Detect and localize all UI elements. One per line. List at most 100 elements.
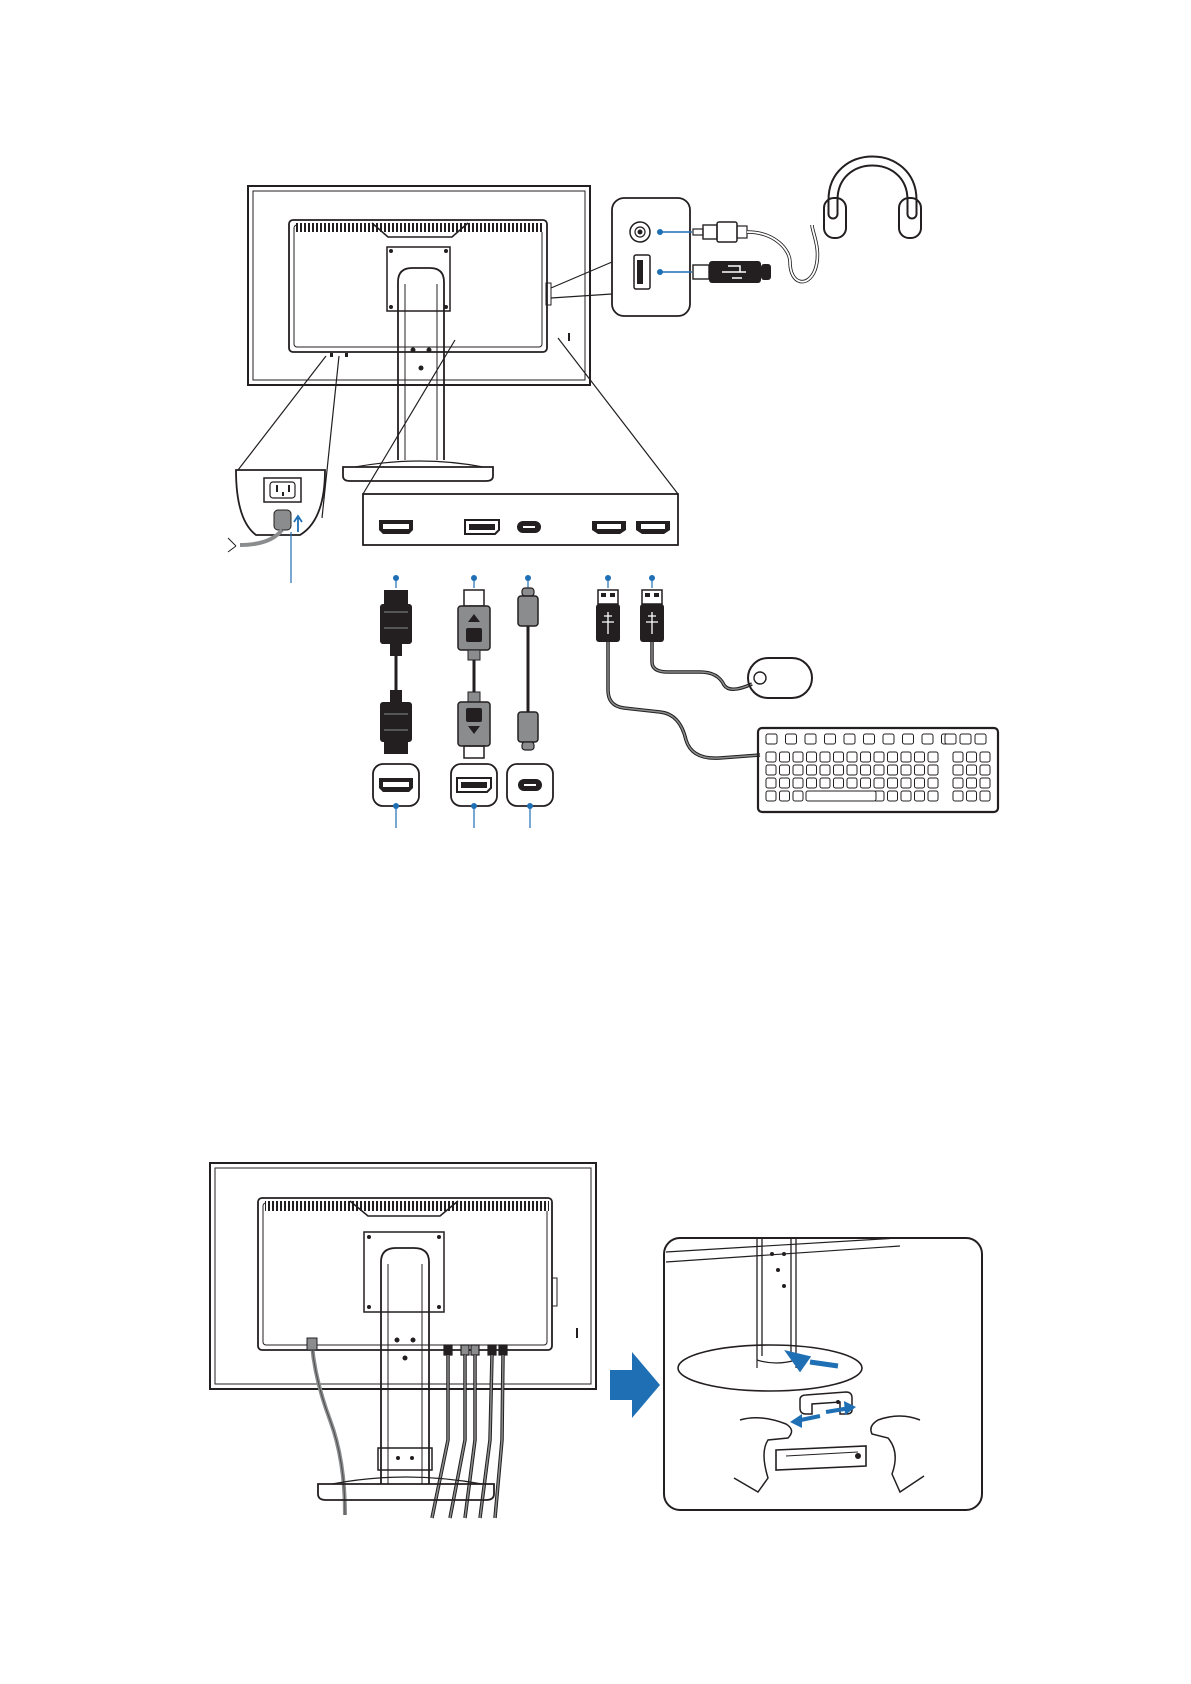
keyboard-key (820, 752, 830, 762)
keyboard-key (928, 791, 938, 801)
displayport-cable (458, 590, 490, 758)
keyboard-key (888, 752, 898, 762)
keyboard-key (793, 752, 803, 762)
keyboard-key (903, 734, 914, 744)
keyboard-key (901, 778, 911, 788)
cables-routed-through-stand (210, 1163, 596, 1518)
keyboard-key (861, 765, 871, 775)
keyboard-key (980, 778, 990, 788)
hdmi-port (373, 764, 419, 806)
keyboard-key (915, 791, 925, 801)
keyboard-key (825, 734, 836, 744)
keyboard-key (915, 752, 925, 762)
keyboard-key (901, 791, 911, 801)
keyboard-key (928, 765, 938, 775)
keyboard-key (847, 765, 857, 775)
keyboard-key (980, 765, 990, 775)
keyboard-key (980, 791, 990, 801)
keyboard-key (883, 734, 894, 744)
keyboard-key (861, 778, 871, 788)
keyboard-key (980, 752, 990, 762)
keyboard-key (806, 791, 876, 801)
keyboard-key (834, 765, 844, 775)
keyboard-key (967, 765, 977, 775)
keyboard-key (805, 734, 816, 744)
keyboard-key (874, 765, 884, 775)
usb-a-cable (640, 590, 752, 689)
usb-flash-drive-icon (693, 261, 771, 283)
keyboard-key (915, 765, 925, 775)
keyboard-key (766, 778, 776, 788)
top-figure (228, 161, 998, 828)
keyboard-key (820, 765, 830, 775)
keyboard-key (820, 778, 830, 788)
keyboard-key (847, 778, 857, 788)
cable-clip-attach-detail (664, 1238, 982, 1510)
bottom-figure (210, 1163, 982, 1518)
keyboard-key (915, 778, 925, 788)
displayport-port (465, 520, 499, 534)
keyboard-key (834, 752, 844, 762)
keyboard-key (888, 791, 898, 801)
keyboard-key (953, 791, 963, 801)
hdmi-port (379, 520, 413, 534)
monitor-rear-view (248, 186, 590, 481)
keyboard-key (874, 752, 884, 762)
mouse-icon (748, 658, 812, 698)
keyboard-key (960, 734, 971, 744)
keyboard-key (874, 778, 884, 788)
usb-a-cable (596, 590, 760, 758)
keyboard-key (766, 752, 776, 762)
keyboard-key (766, 791, 776, 801)
keyboard-key (780, 778, 790, 788)
keyboard-key (888, 765, 898, 775)
arrow-next-icon (610, 1352, 660, 1418)
usb-c-cable (518, 588, 538, 750)
hands-opening-clip (734, 1401, 924, 1492)
keyboard-key (780, 791, 790, 801)
keyboard-key (780, 765, 790, 775)
usb-c-port (517, 521, 541, 533)
keyboard-key (864, 734, 875, 744)
usb-c-port (507, 764, 553, 806)
keyboard-key (901, 752, 911, 762)
keyboard-key (888, 778, 898, 788)
headphones-icon (824, 161, 921, 238)
keyboard-key (928, 752, 938, 762)
vent-slots (265, 1201, 549, 1211)
keyboard-key (807, 778, 817, 788)
keyboard-key (766, 734, 777, 744)
keyboard-key (861, 752, 871, 762)
vent-slots (296, 223, 544, 232)
keyboard-key (953, 778, 963, 788)
keyboard-key (844, 734, 855, 744)
headphone-jack (630, 222, 650, 242)
keyboard-key (807, 752, 817, 762)
keyboard-key (975, 734, 986, 744)
keyboard-key (953, 752, 963, 762)
hdmi-cable (380, 590, 412, 754)
power-inlet-callout (228, 356, 339, 583)
usb-a-port (592, 521, 626, 534)
cable-clip (378, 1448, 432, 1470)
usb-a-port (636, 521, 670, 534)
keyboard-key (847, 752, 857, 762)
keyboard-key (807, 765, 817, 775)
keyboard-key (780, 752, 790, 762)
keyboard-key (967, 791, 977, 801)
keyboard-key (953, 765, 963, 775)
keyboard-key (901, 765, 911, 775)
keyboard-keys (766, 734, 990, 801)
usb-a-port-side (634, 255, 650, 289)
displayport-port (451, 764, 497, 806)
keyboard-key (922, 734, 933, 744)
source-ports (373, 764, 553, 828)
keyboard-key (967, 752, 977, 762)
keyboard-key (766, 765, 776, 775)
keyboard-icon (758, 728, 998, 812)
keyboard-key (834, 778, 844, 788)
keyboard-key (786, 734, 797, 744)
vesa-mount-plate (387, 247, 450, 311)
rear-port-strip (363, 338, 678, 545)
